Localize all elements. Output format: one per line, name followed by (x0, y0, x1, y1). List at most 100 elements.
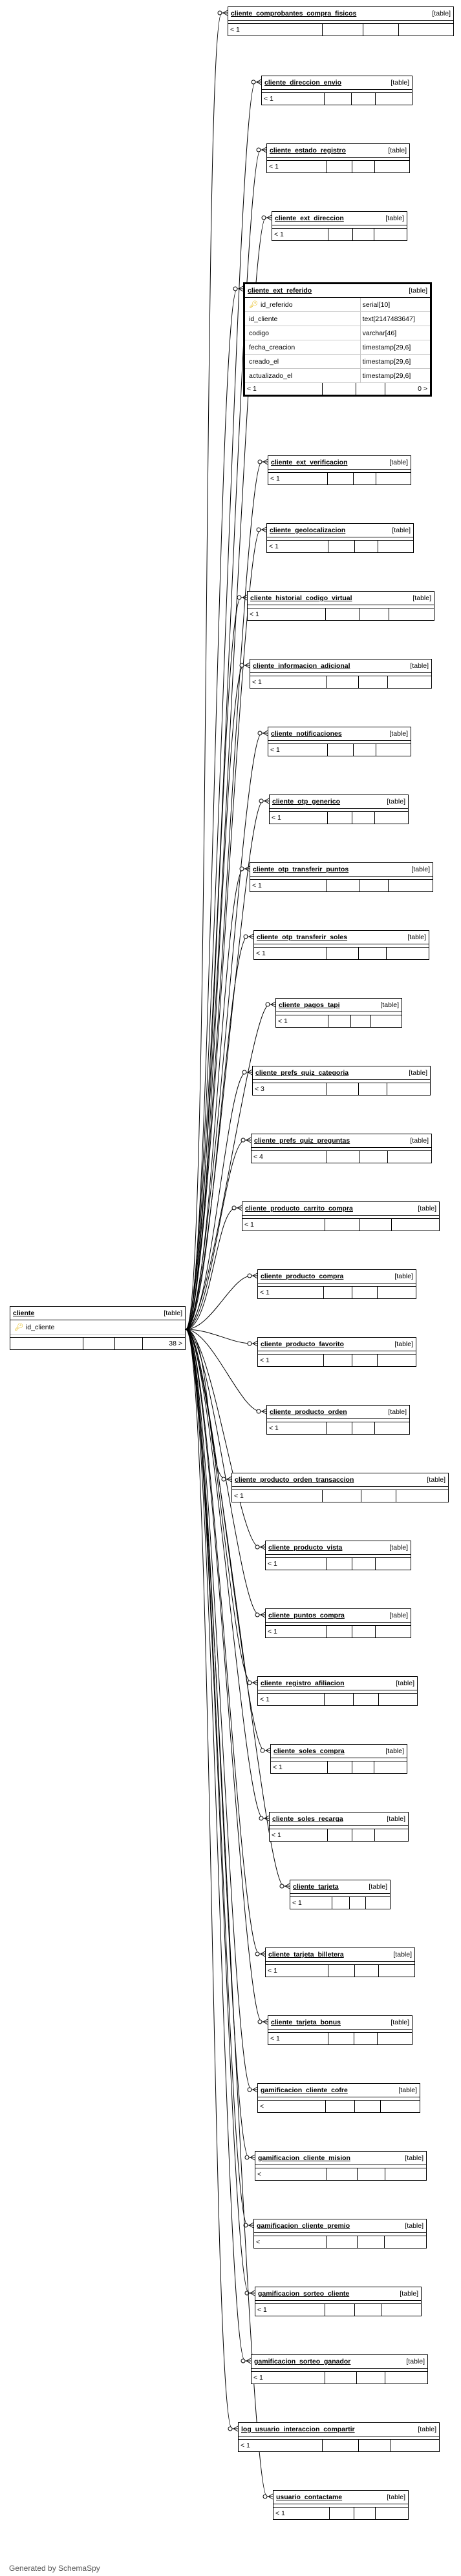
table-cliente-producto-orden[interactable]: cliente_producto_orden[table]< 1 (266, 1405, 410, 1435)
table-name[interactable]: cliente_producto_vista (268, 1544, 343, 1552)
column-row: 🔑︎ id_cliente (10, 1320, 185, 1335)
children-count (376, 744, 411, 756)
children-count (392, 1219, 439, 1231)
table-footer: < 1 (276, 1015, 402, 1027)
table-cliente-producto-carrito-compra[interactable]: cliente_producto_carrito_compra[table]< … (242, 1201, 440, 1231)
table-type: [table] (392, 526, 411, 534)
table-name[interactable]: cliente_producto_favorito (261, 1340, 344, 1348)
parents-count: < 1 (266, 1626, 327, 1637)
table-gamificacion-cliente-mision[interactable]: gamificacion_cliente_mision[table]< (255, 2151, 427, 2181)
table-cliente-tarjeta[interactable]: cliente_tarjeta[table]< 1 (290, 1880, 391, 1909)
table-name[interactable]: cliente_soles_compra (273, 1747, 345, 1755)
table-name[interactable]: cliente_geolocalizacion (270, 526, 346, 534)
table-name[interactable]: cliente_notificaciones (271, 730, 342, 738)
table-name[interactable]: cliente_otp_generico (272, 798, 341, 805)
table-header: cliente_ext_direccion[table] (272, 212, 407, 225)
crowfoot-marker (263, 459, 268, 465)
table-gamificacion-sorteo-cliente[interactable]: gamificacion_sorteo_cliente[table]< 1 (255, 2287, 422, 2316)
table-header: gamificacion_sorteo_ganador[table] (252, 2355, 427, 2369)
table-name[interactable]: cliente_prefs_quiz_preguntas (254, 1137, 350, 1145)
table-cliente-otp-generico[interactable]: cliente_otp_generico[table]< 1 (269, 795, 409, 824)
column-name: actualizado_el (249, 371, 293, 380)
optional-marker (263, 2494, 268, 2499)
optional-marker (217, 10, 222, 16)
table-name[interactable]: gamificacion_cliente_cofre (261, 2086, 348, 2094)
table-name[interactable]: usuario_contactame (276, 2493, 343, 2501)
table-name[interactable]: cliente_otp_transferir_soles (257, 933, 348, 941)
table-cliente-tarjeta-billetera[interactable]: cliente_tarjeta_billetera[table]< 1 (265, 1948, 415, 1977)
table-cliente-prefs-quiz-preguntas[interactable]: cliente_prefs_quiz_preguntas[table]< 4 (251, 1134, 432, 1163)
table-cliente-direccion-envio[interactable]: cliente_direccion_envio[table]< 1 (261, 76, 413, 105)
table-cliente-ext-direccion[interactable]: cliente_ext_direccion[table]< 1 (272, 211, 407, 241)
table-cliente-producto-orden-transaccion[interactable]: cliente_producto_orden_transaccion[table… (231, 1473, 449, 1502)
table-name[interactable]: cliente_direccion_envio (264, 79, 342, 87)
table-name[interactable]: cliente_pagos_tapi (279, 1001, 340, 1009)
table-name[interactable]: cliente_ext_verificacion (271, 459, 348, 466)
table-divider (266, 1555, 411, 1558)
table-name[interactable]: cliente_ext_direccion (275, 214, 344, 222)
table-name[interactable]: cliente_tarjeta_billetera (268, 1951, 344, 1958)
table-gamificacion-sorteo-ganador[interactable]: gamificacion_sorteo_ganador[table]< 1 (251, 2354, 428, 2384)
table-cliente-pagos-tapi[interactable]: cliente_pagos_tapi[table]< 1 (275, 998, 402, 1028)
table-cliente-soles-compra[interactable]: cliente_soles_compra[table]< 1 (270, 1744, 407, 1774)
table-cliente-comprobantes-compra-fisicos[interactable]: cliente_comprobantes_compra_fisicos[tabl… (228, 6, 454, 36)
table-cliente-informacion-adicional[interactable]: cliente_informacion_adicional[table]< 1 (250, 659, 432, 689)
table-cliente-producto-favorito[interactable]: cliente_producto_favorito[table]< 1 (257, 1337, 416, 1367)
table-name[interactable]: cliente (13, 1309, 35, 1317)
table-header: cliente_ext_referido [table] (245, 284, 430, 298)
table-name[interactable]: gamificacion_cliente_mision (258, 2154, 350, 2162)
table-name[interactable]: cliente_soles_recarga (272, 1815, 343, 1823)
table-usuario-contactame[interactable]: usuario_contactame[table]< 1 (273, 2490, 409, 2520)
table-cliente-estado-registro[interactable]: cliente_estado_registro[table]< 1 (266, 143, 410, 173)
table-name[interactable]: cliente_tarjeta_bonus (271, 2019, 341, 2026)
table-log-usuario-interaccion-compartir[interactable]: log_usuario_interaccion_compartir[table]… (238, 2422, 440, 2452)
table-cliente-tarjeta-bonus[interactable]: cliente_tarjeta_bonus[table]< 1 (268, 2015, 413, 2045)
table-name[interactable]: cliente_puntos_compra (268, 1612, 345, 1619)
table-name[interactable]: cliente_ext_referido (248, 287, 312, 295)
table-cliente[interactable]: cliente [table] 🔑︎ id_cliente 38 > (10, 1306, 186, 1350)
table-name[interactable]: cliente_producto_carrito_compra (245, 1205, 353, 1212)
table-name[interactable]: cliente_prefs_quiz_categoria (255, 1069, 349, 1077)
table-name[interactable]: cliente_otp_transferir_puntos (253, 866, 349, 873)
table-cliente-registro-afiliacion[interactable]: cliente_registro_afiliacion[table]< 1 (257, 1676, 418, 1706)
table-cliente-ext-verificacion[interactable]: cliente_ext_verificacion[table]< 1 (268, 455, 411, 485)
table-name[interactable]: cliente_estado_registro (270, 147, 346, 154)
table-cliente-producto-vista[interactable]: cliente_producto_vista[table]< 1 (265, 1541, 411, 1570)
table-name[interactable]: cliente_comprobantes_compra_fisicos (231, 10, 357, 17)
table-cliente-soles-recarga[interactable]: cliente_soles_recarga[table]< 1 (269, 1812, 409, 1842)
footer-cell (358, 2168, 385, 2180)
footer-cell (327, 2168, 358, 2180)
table-name[interactable]: gamificacion_sorteo_cliente (258, 2290, 350, 2298)
table-name[interactable]: gamificacion_sorteo_ganador (254, 2358, 351, 2365)
table-cliente-otp-transferir-soles[interactable]: cliente_otp_transferir_soles[table]< 1 (253, 930, 429, 960)
table-name[interactable]: log_usuario_interaccion_compartir (241, 2425, 355, 2433)
table-cliente-producto-compra[interactable]: cliente_producto_compra[table]< 1 (257, 1269, 416, 1299)
table-name[interactable]: cliente_tarjeta (293, 1883, 339, 1891)
table-name[interactable]: cliente_producto_orden_transaccion (235, 1476, 354, 1484)
table-name[interactable]: cliente_producto_orden (270, 1408, 347, 1416)
table-footer: < 1 (239, 2440, 439, 2451)
table-cliente-historial-codigo-virtual[interactable]: cliente_historial_codigo_virtual[table]<… (247, 591, 434, 621)
relationship-edge (185, 1329, 270, 1751)
table-name[interactable]: cliente_producto_compra (261, 1272, 344, 1280)
table-cliente-puntos-compra[interactable]: cliente_puntos_compra[table]< 1 (265, 1608, 411, 1638)
table-cliente-prefs-quiz-categoria[interactable]: cliente_prefs_quiz_categoria[table]< 3 (252, 1066, 431, 1096)
table-header: cliente_tarjeta_billetera[table] (266, 1948, 414, 1962)
optional-marker (255, 1544, 260, 1550)
footer-cell (328, 744, 354, 756)
table-name[interactable]: cliente_registro_afiliacion (261, 1679, 345, 1687)
relationship-edge (185, 1329, 255, 2158)
table-name[interactable]: cliente_historial_codigo_virtual (250, 594, 352, 602)
table-cliente-notificaciones[interactable]: cliente_notificaciones[table]< 1 (268, 727, 411, 756)
footer-cell (327, 676, 359, 688)
parents-count: < 1 (258, 1355, 325, 1366)
table-gamificacion-cliente-cofre[interactable]: gamificacion_cliente_cofre[table]< (257, 2083, 420, 2113)
table-cliente-otp-transferir-puntos[interactable]: cliente_otp_transferir_puntos[table]< 1 (250, 862, 433, 892)
table-name[interactable]: cliente_informacion_adicional (253, 662, 350, 670)
table-gamificacion-cliente-premio[interactable]: gamificacion_cliente_premio[table]< (253, 2219, 427, 2249)
optional-marker (239, 866, 244, 871)
crowfoot-marker (252, 1679, 258, 1686)
table-cliente-ext-referido[interactable]: cliente_ext_referido [table] 🔑︎id_referi… (243, 282, 432, 397)
table-cliente-geolocalizacion[interactable]: cliente_geolocalizacion[table]< 1 (266, 523, 414, 553)
table-name[interactable]: gamificacion_cliente_premio (257, 2222, 350, 2230)
